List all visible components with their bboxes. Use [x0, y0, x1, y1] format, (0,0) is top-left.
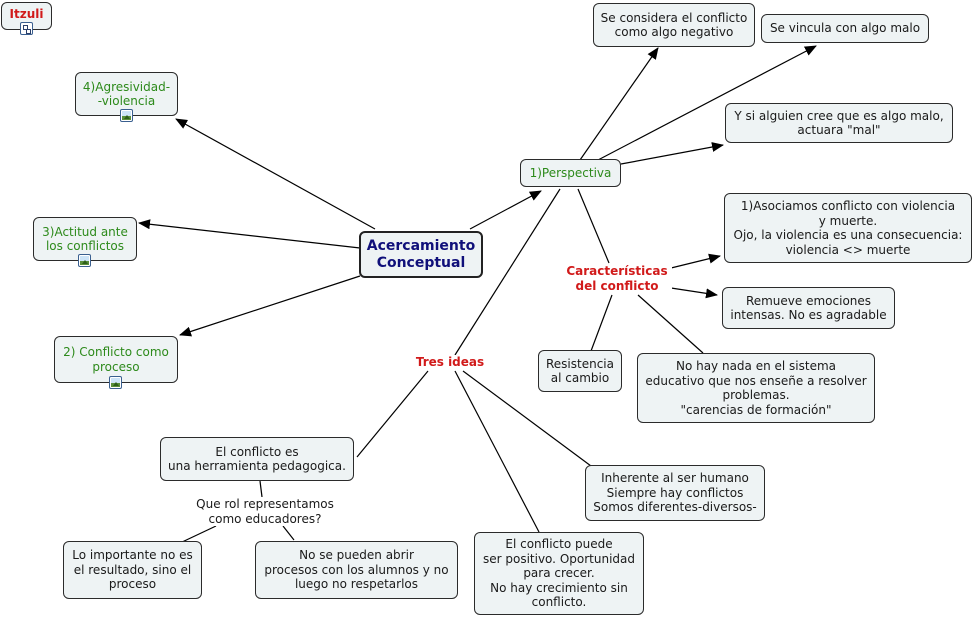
link-caracteristicas-asociamos: [670, 253, 721, 269]
main-topic-label: Acercamiento Conceptual: [366, 237, 476, 271]
node-malo[interactable]: Se vincula con algo malo: [761, 14, 929, 43]
node-nohay-label: No hay nada en el sistema educativo que …: [645, 359, 867, 417]
node-actitud-label: 3)Actitud ante los conflictos: [42, 224, 128, 254]
node-abrir[interactable]: No se pueden abrir procesos con los alum…: [255, 541, 458, 599]
main-topic-node[interactable]: Acercamiento Conceptual: [359, 231, 483, 278]
link-herramienta-querol: [259, 480, 263, 498]
link-main-agresividad: [175, 118, 376, 230]
node-perspectiva-label: 1)Perspectiva: [529, 165, 612, 180]
node-malo-label: Se vincula con algo malo: [769, 21, 921, 36]
image-icon[interactable]: [78, 254, 91, 267]
node-importante-label: Lo importante no es el resultado, sino e…: [72, 548, 193, 592]
node-negativo-label: Se considera el conflicto como algo nega…: [600, 10, 748, 40]
node-remueve[interactable]: Remueve emociones intensas. No es agrada…: [722, 287, 895, 329]
link-perspectiva-actuara: [620, 142, 724, 165]
node-inherente-label: Inherente al ser humano Siempre hay conf…: [593, 471, 757, 515]
link-main-proceso: [179, 275, 361, 337]
back-link-label[interactable]: Itzuli: [9, 7, 44, 21]
link-main-perspectiva: [469, 190, 542, 230]
link-caracteristicas-resistencia: [590, 294, 613, 352]
concept-map-link-icon[interactable]: [20, 22, 33, 35]
label-tres-ideas: Tres ideas: [410, 355, 490, 370]
link-perspectiva-caracteristicas: [577, 188, 610, 264]
node-inherente[interactable]: Inherente al ser humano Siempre hay conf…: [585, 465, 765, 521]
link-tresideas-positivo: [454, 370, 540, 533]
image-icon[interactable]: [120, 109, 133, 122]
image-icon[interactable]: [109, 376, 122, 389]
node-proceso-label: 2) Conflicto como proceso: [63, 345, 169, 374]
node-actuara[interactable]: Y si alguien cree que es algo malo, actu…: [725, 103, 953, 143]
node-positivo-label: El conflicto puede ser positivo. Oportun…: [482, 537, 635, 610]
node-importante[interactable]: Lo importante no es el resultado, sino e…: [63, 541, 202, 599]
node-proceso[interactable]: 2) Conflicto como proceso: [54, 336, 178, 383]
node-asociamos[interactable]: 1)Asociamos conflicto con violencia y mu…: [724, 193, 972, 263]
back-link-node[interactable]: Itzuli: [1, 2, 52, 35]
node-agresividad-label: 4)Agresividad- -violencia: [82, 79, 171, 109]
node-negativo[interactable]: Se considera el conflicto como algo nega…: [593, 3, 755, 47]
node-perspectiva[interactable]: 1)Perspectiva: [520, 159, 621, 187]
node-actuara-label: Y si alguien cree que es algo malo, actu…: [734, 108, 944, 138]
link-perspectiva-tresideas: [454, 188, 561, 356]
node-resistencia[interactable]: Resistencia al cambio: [538, 350, 622, 392]
link-querol-abrir: [282, 525, 295, 541]
label-que-rol: Que rol representamos como educadores?: [185, 497, 345, 526]
node-nohay[interactable]: No hay nada en el sistema educativo que …: [637, 353, 875, 423]
node-abrir-label: No se pueden abrir procesos con los alum…: [264, 548, 449, 592]
node-asociamos-label: 1)Asociamos conflicto con violencia y mu…: [733, 199, 963, 257]
node-positivo[interactable]: El conflicto puede ser positivo. Oportun…: [474, 532, 644, 615]
link-tresideas-herramienta: [356, 370, 429, 458]
link-caracteristicas-remueve: [670, 287, 718, 299]
link-caracteristicas-nohay: [637, 294, 704, 354]
node-remueve-label: Remueve emociones intensas. No es agrada…: [730, 293, 887, 323]
link-main-actitud: [138, 219, 361, 249]
link-perspectiva-negativo: [579, 47, 659, 161]
node-resistencia-label: Resistencia al cambio: [546, 356, 614, 386]
node-herramienta-label: El conflicto es una herramienta pedagogi…: [168, 444, 346, 474]
link-perspectiva-malo: [597, 45, 817, 161]
link-tresideas-inherente: [462, 370, 592, 467]
label-caracteristicas: Características del conflicto: [562, 264, 672, 293]
link-querol-importante: [179, 525, 217, 544]
node-herramienta[interactable]: El conflicto es una herramienta pedagogi…: [160, 437, 354, 481]
